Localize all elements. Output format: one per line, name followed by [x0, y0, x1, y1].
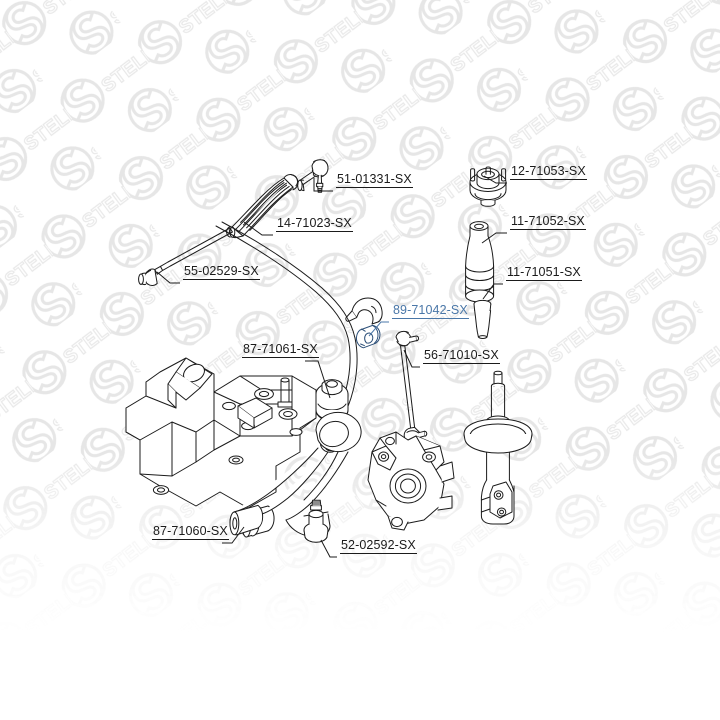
part-inner-tie-rod [138, 227, 233, 287]
label-underline [510, 179, 587, 180]
part-number-text: 56-71010-SX [424, 348, 499, 362]
part-label-control-arm-bushing-rear: 87-71061-SX [242, 343, 319, 358]
label-underline [276, 231, 353, 232]
part-lower-control-arm [229, 411, 362, 543]
label-underline [242, 357, 319, 358]
part-tie-rod-end [297, 159, 329, 193]
part-label-lower-ball-joint: 52-02592-SX [340, 539, 417, 554]
part-number-text: 11-71051-SX [507, 265, 581, 279]
part-number-text: 52-02592-SX [341, 538, 416, 552]
part-label-bump-stop: 11-71051-SX [506, 266, 582, 281]
part-label-control-arm-bushing-front: 87-71060-SX [152, 525, 229, 540]
part-number-text: 87-71061-SX [243, 342, 318, 356]
part-label-dust-cover-boot: 11-71052-SX [510, 215, 586, 230]
part-number-text: 51-01331-SX [337, 172, 412, 186]
part-label-inner-tie-rod-axial-joint: 55-02529-SX [183, 265, 260, 280]
part-steering-rack-boot [226, 174, 299, 239]
part-strut-top-mount [469, 166, 507, 207]
label-underline [183, 279, 260, 280]
part-subframe [125, 357, 317, 509]
part-label-strut-top-mount: 12-71053-SX [510, 165, 587, 180]
label-underline [336, 187, 413, 188]
part-shock-absorber-strut [463, 370, 533, 525]
part-stabilizer-bracket [345, 297, 383, 325]
part-label-stabilizer-bar-bushing: 89-71042-SX [392, 304, 469, 319]
label-underline [506, 280, 582, 281]
part-bump-stop [473, 299, 492, 339]
part-label-steering-rack-boot: 14-71023-SX [276, 217, 353, 232]
part-number-text: 87-71060-SX [153, 524, 228, 538]
part-number-text: 12-71053-SX [511, 164, 586, 178]
part-label-stabilizer-link: 56-71010-SX [423, 349, 500, 364]
label-underline [510, 229, 586, 230]
part-number-text: 14-71023-SX [277, 216, 352, 230]
part-dust-cover-boot [465, 221, 495, 303]
label-underline [340, 553, 417, 554]
part-steering-knuckle [367, 431, 455, 531]
part-stabilizer-bushing [355, 324, 381, 349]
part-label-tie-rod-end: 51-01331-SX [336, 173, 413, 188]
part-number-text: 55-02529-SX [184, 264, 259, 278]
label-underline [152, 539, 229, 540]
label-underline [392, 318, 469, 319]
label-underline [423, 363, 500, 364]
part-number-text: 11-71052-SX [511, 214, 585, 228]
part-number-text: 89-71042-SX [393, 303, 468, 317]
